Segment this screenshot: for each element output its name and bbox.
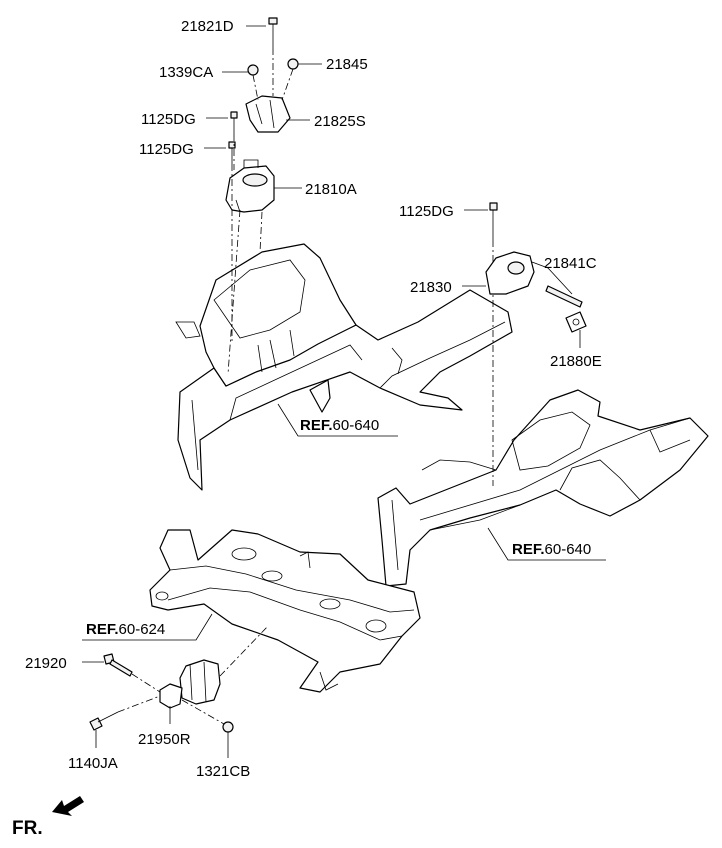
ref-label-subframe[interactable]: REF.60-624 [86, 621, 165, 638]
label-21821D: 21821D [181, 18, 234, 35]
ref-label-side-member-left[interactable]: REF.60-640 [300, 417, 379, 434]
label-21830: 21830 [410, 279, 452, 296]
left-side-member [175, 243, 513, 491]
upper-mount-parts [225, 17, 299, 375]
label-1140JA: 1140JA [68, 755, 118, 772]
label-21880E: 21880E [550, 353, 602, 370]
trans-mount-parts [485, 202, 587, 486]
ref-label-side-member-right[interactable]: REF.60-640 [512, 541, 591, 558]
roll-stopper-parts [89, 625, 269, 733]
label-21845: 21845 [326, 56, 368, 73]
label-1321CB: 1321CB [196, 763, 250, 780]
label-1125DG-b: 1125DG [139, 141, 194, 158]
front-arrow-icon [52, 796, 84, 816]
label-21841C: 21841C [544, 255, 597, 272]
label-1125DG-c: 1125DG [399, 203, 454, 220]
label-21920: 21920 [25, 655, 67, 672]
right-side-member [377, 389, 709, 587]
subframe [149, 529, 421, 693]
front-indicator-label: FR. [12, 818, 43, 839]
label-1339CA: 1339CA [159, 64, 213, 81]
label-21950R: 21950R [138, 731, 191, 748]
label-1125DG-a: 1125DG [141, 111, 196, 128]
label-21810A: 21810A [305, 181, 357, 198]
label-21825S: 21825S [314, 113, 366, 130]
leader-lines [82, 25, 606, 758]
